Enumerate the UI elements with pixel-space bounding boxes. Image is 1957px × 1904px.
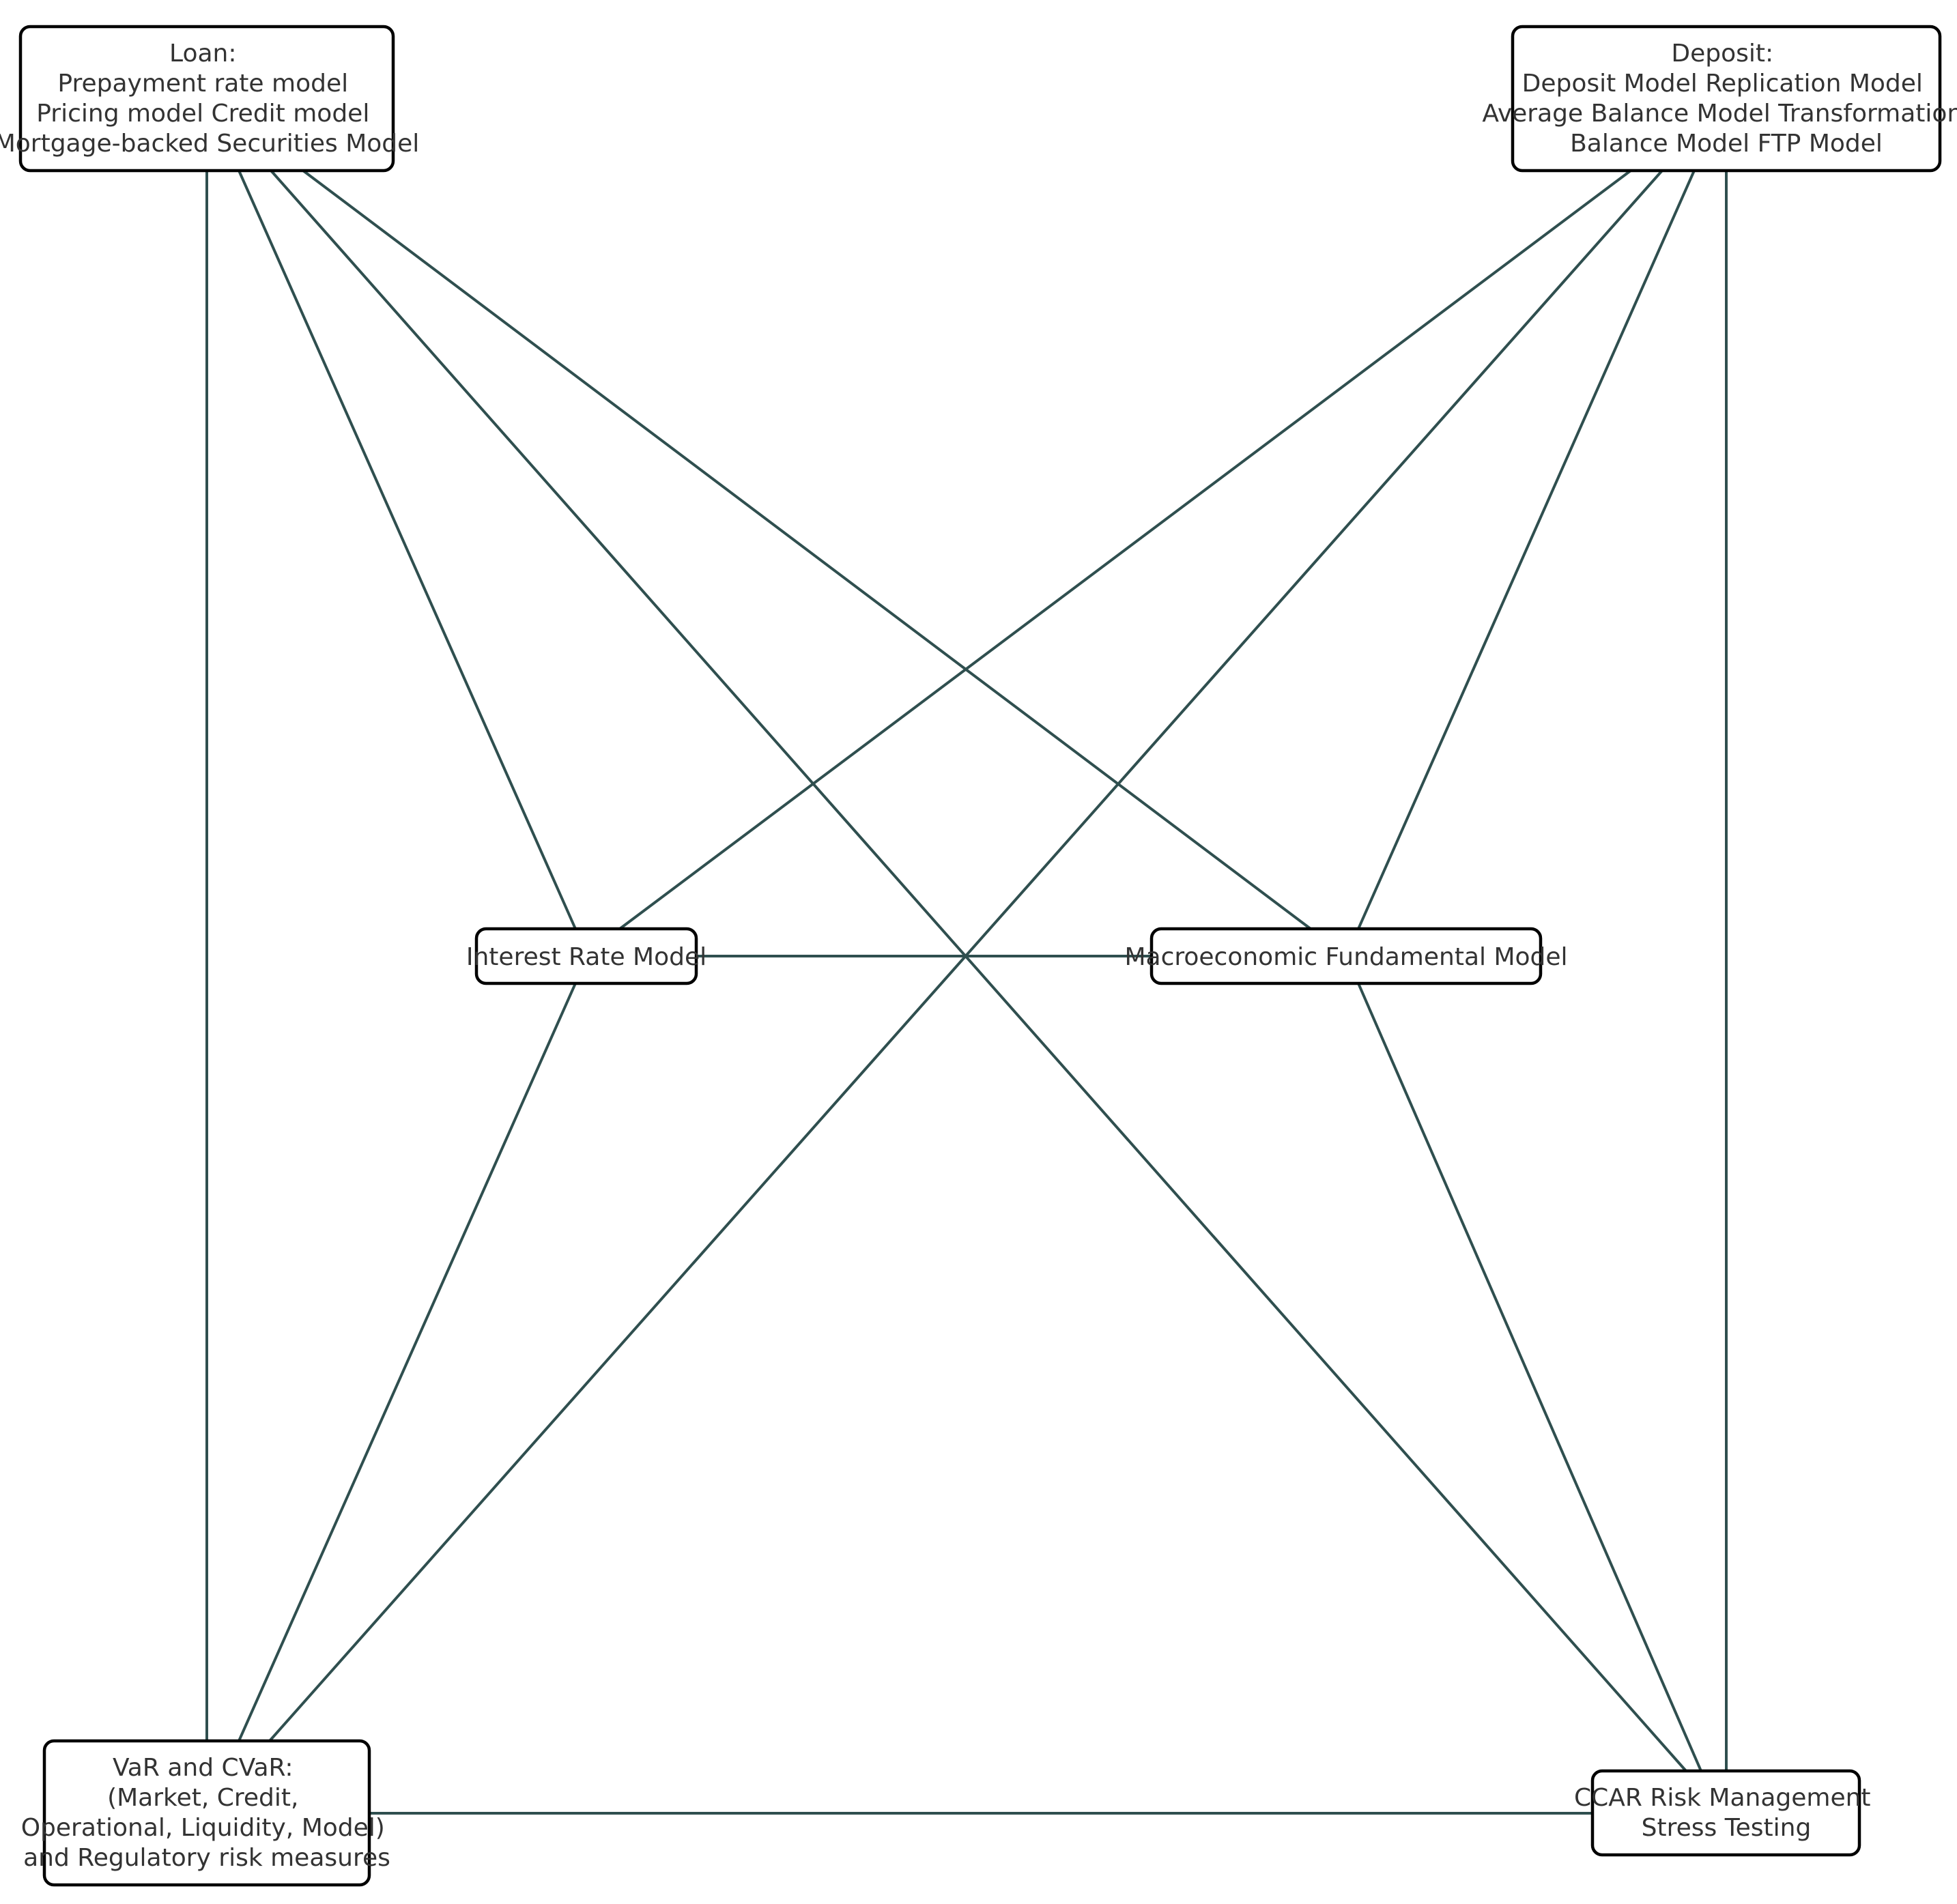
node-interest-label: Interest Rate Model: [466, 943, 706, 971]
node-loan: Loan: Prepayment rate model Pricing mode…: [0, 25, 419, 173]
node-deposit-box: [1511, 25, 1942, 173]
node-var-line: VaR and CVaR:: [113, 1754, 294, 1782]
edge-loan-interest: [238, 170, 577, 929]
node-macroeconomic-model: Macroeconomic Fundamental Model: [1124, 927, 1568, 985]
edges-layer: [205, 169, 1728, 1815]
node-loan-box: [18, 25, 395, 173]
node-loan-line: Loan:: [169, 40, 236, 68]
node-ccar-label: CCAR Risk Management Stress Testing: [1574, 1784, 1879, 1842]
node-deposit-line: Balance Model FTP Model: [1570, 130, 1883, 158]
edge-deposit-macro: [1357, 170, 1696, 929]
node-deposit-label: Deposit: Deposit Model Replication Model…: [1482, 40, 1957, 158]
node-var-line: (Market, Credit,: [107, 1784, 298, 1812]
edge-loan-macro: [302, 169, 1312, 930]
node-loan-label: Loan: Prepayment rate model Pricing mode…: [0, 40, 419, 158]
node-var-label: VaR and CVaR: (Market, Credit, Operation…: [21, 1754, 393, 1872]
node-deposit-line: Average Balance Model Transformation: [1482, 100, 1957, 128]
node-ccar-box: [1590, 1769, 1861, 1857]
node-interest-box: [474, 927, 698, 985]
node-interest-line: Interest Rate Model: [466, 943, 706, 971]
node-macro-box: [1149, 927, 1543, 985]
node-ccar-line: Stress Testing: [1642, 1814, 1812, 1842]
node-var-cvar: VaR and CVaR: (Market, Credit, Operation…: [21, 1739, 393, 1887]
edge-interest-var: [238, 983, 577, 1742]
node-deposit-line: Deposit Model Replication Model: [1522, 70, 1923, 98]
node-deposit-line: Deposit:: [1671, 40, 1773, 68]
node-ccar: CCAR Risk Management Stress Testing: [1574, 1769, 1879, 1857]
node-var-line: and Regulatory risk measures: [23, 1844, 390, 1872]
edge-macro-ccar: [1357, 983, 1702, 1772]
node-loan-line: Prepayment rate model: [57, 70, 348, 98]
node-loan-line: Mortgage-backed Securities Model: [0, 130, 419, 158]
node-macro-line: Macroeconomic Fundamental Model: [1124, 943, 1567, 971]
node-var-box: [42, 1739, 371, 1887]
node-macro-label: Macroeconomic Fundamental Model: [1124, 943, 1567, 971]
edge-deposit-interest: [618, 169, 1632, 930]
nodes-layer: Loan: Prepayment rate model Pricing mode…: [0, 25, 1957, 1887]
node-loan-line: Pricing model Credit model: [36, 100, 369, 128]
edge-loan-ccar: [270, 169, 1687, 1772]
node-var-line: Operational, Liquidity, Model): [21, 1814, 385, 1842]
node-deposit: Deposit: Deposit Model Replication Model…: [1482, 25, 1957, 173]
node-ccar-line: CCAR Risk Management: [1574, 1784, 1871, 1812]
node-interest-rate-model: Interest Rate Model: [466, 927, 706, 985]
